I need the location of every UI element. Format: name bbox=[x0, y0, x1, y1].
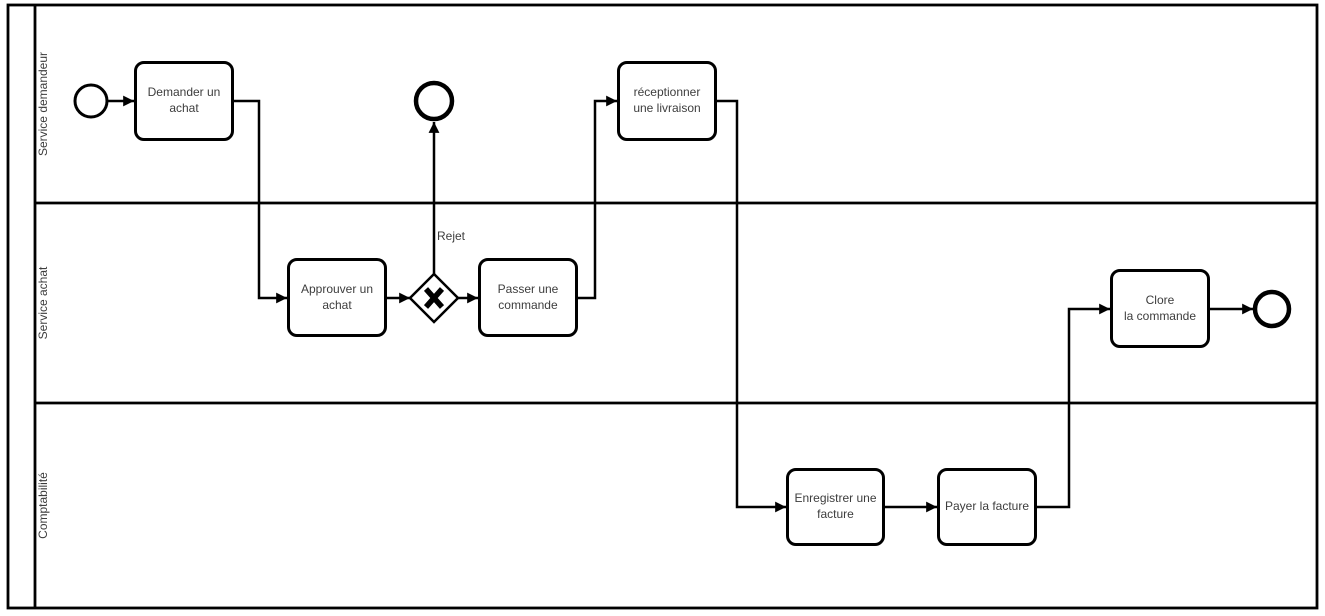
task-demander-achat-label: Demander un achat bbox=[147, 85, 221, 115]
task-receptionner-livraison-label: réceptionner une livraison bbox=[633, 85, 701, 115]
pool bbox=[6, 3, 1319, 610]
task-passer-commande-label: Passer une commande bbox=[497, 281, 559, 312]
task-payer-facture-label: Payer la facture bbox=[944, 499, 1030, 514]
flow-demander-to-approuver bbox=[234, 99, 287, 304]
lane-label-1: Service achat bbox=[36, 266, 50, 339]
task-approuver-achat: Approuver un achat bbox=[287, 258, 387, 337]
flow-passer-to-receptionner bbox=[578, 95, 617, 300]
flow-payer-to-clore bbox=[1037, 303, 1110, 509]
start-event bbox=[73, 83, 109, 119]
task-approuver-achat-label: Approuver un achat bbox=[300, 281, 374, 312]
lane-label-2: Comptabilité bbox=[36, 472, 50, 539]
task-enregistrer-facture-label: Enregistrer une facture bbox=[794, 491, 877, 521]
task-enregistrer-facture: Enregistrer une facture bbox=[786, 468, 885, 546]
task-passer-commande: Passer une commande bbox=[478, 258, 578, 337]
task-clore-commande-label: Clore la commande bbox=[1123, 292, 1197, 323]
task-demander-achat: Demander un achat bbox=[134, 61, 234, 141]
task-receptionner-livraison: réceptionner une livraison bbox=[617, 61, 717, 141]
flow-gateway-rejet-to-end-label: Rejet bbox=[437, 229, 466, 243]
lane-label-0: Service demandeur bbox=[36, 52, 50, 156]
gateway-x-icon bbox=[423, 287, 445, 309]
end-event-rejet bbox=[413, 80, 455, 122]
end-event-final bbox=[1252, 289, 1292, 329]
task-clore-commande: Clore la commande bbox=[1110, 269, 1210, 348]
task-payer-facture: Payer la facture bbox=[937, 468, 1037, 546]
flow-receptionner-to-enregistrer bbox=[717, 99, 786, 513]
